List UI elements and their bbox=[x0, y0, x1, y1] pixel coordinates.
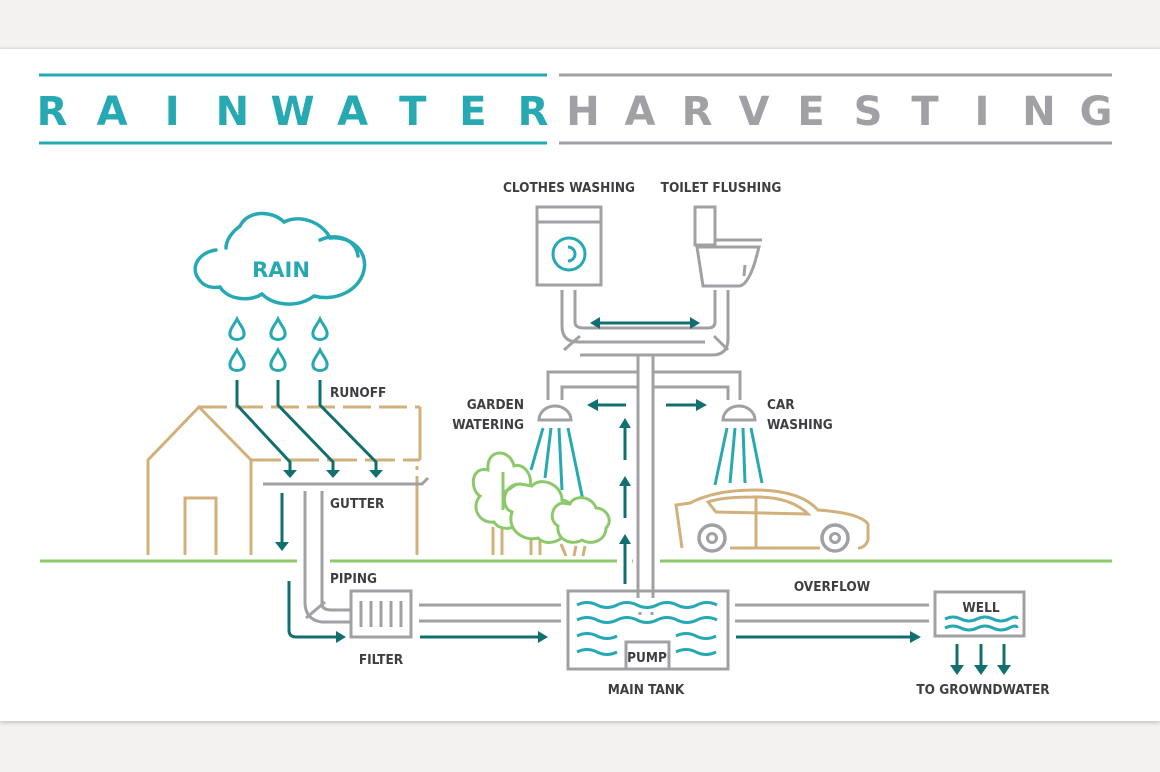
sprinkler-branch-pipes bbox=[546, 370, 742, 400]
raindrop-icon bbox=[269, 315, 287, 341]
raindrop-icon bbox=[311, 346, 329, 372]
washing-machine-icon bbox=[535, 205, 603, 287]
water-wave bbox=[576, 601, 718, 609]
downpipe bbox=[303, 491, 350, 624]
piping-flow-arrow bbox=[287, 581, 346, 643]
toilet-flushing-label: TOILET FLUSHING bbox=[661, 180, 782, 196]
water-wave bbox=[576, 616, 718, 624]
title-letter: H bbox=[566, 89, 599, 135]
tree-icon bbox=[471, 451, 611, 557]
flow-arrow-icon bbox=[283, 470, 383, 478]
filter-icon bbox=[349, 589, 413, 639]
title-letter: N bbox=[216, 89, 249, 135]
main-tank-label: MAIN TANK bbox=[608, 682, 685, 698]
car-spray bbox=[713, 427, 764, 486]
car-washing-label-line2: WASHING bbox=[767, 417, 833, 433]
house-icon bbox=[146, 404, 422, 555]
rain-label: RAIN bbox=[252, 258, 310, 282]
water-wave bbox=[576, 648, 618, 656]
title-letter: E bbox=[459, 89, 486, 135]
raindrops bbox=[228, 315, 329, 372]
title-letter: N bbox=[1022, 89, 1055, 135]
infographic-card bbox=[0, 49, 1160, 721]
overflow-pipe bbox=[735, 603, 929, 623]
title-letter: T bbox=[911, 89, 939, 135]
title-letter: T bbox=[399, 89, 427, 135]
water-wave bbox=[675, 648, 717, 656]
toilet-icon bbox=[693, 205, 762, 288]
title-letter: R bbox=[37, 89, 68, 135]
upper-manifold bbox=[560, 290, 730, 357]
title-letter: E bbox=[797, 89, 824, 135]
title-letter: R bbox=[682, 89, 713, 135]
car-washing-label-line1: CAR bbox=[767, 397, 795, 413]
raindrop-icon bbox=[311, 315, 329, 341]
title-letter: A bbox=[97, 89, 128, 135]
filter-to-tank-arrow bbox=[420, 631, 548, 643]
title-letter: R bbox=[518, 89, 549, 135]
garden-watering-label-line1: GARDEN bbox=[467, 397, 524, 413]
title-letter: A bbox=[625, 89, 656, 135]
to-groundwater-label: TO GROWNDWATER bbox=[916, 682, 1050, 698]
filter-label: FILTER bbox=[359, 652, 404, 668]
title-letter: I bbox=[975, 89, 990, 135]
sprinkler-icon bbox=[537, 404, 757, 422]
filter-to-tank-pipe bbox=[419, 603, 561, 623]
runoff-arrows bbox=[235, 380, 378, 474]
clothes-washing-label: CLOTHES WASHING bbox=[503, 180, 635, 196]
pump-icon bbox=[624, 640, 671, 671]
tank-icon bbox=[566, 589, 730, 671]
piping-label: PIPING bbox=[330, 571, 377, 587]
gutter-label: GUTTER bbox=[330, 496, 385, 512]
title-letter: I bbox=[165, 89, 180, 135]
runoff-label: RUNOFF bbox=[330, 385, 386, 401]
groundwater-arrows bbox=[950, 644, 1011, 675]
riser-pipe bbox=[636, 355, 655, 618]
cloud-icon bbox=[193, 211, 367, 306]
garden-watering-label-line2: WATERING bbox=[452, 417, 524, 433]
branch-flow-arrows bbox=[587, 399, 707, 411]
title-letter: W bbox=[270, 89, 314, 135]
gutter-downflow-arrow bbox=[275, 493, 289, 551]
gutter-icon bbox=[263, 476, 430, 486]
raindrop-icon bbox=[228, 346, 246, 372]
pump-label: PUMP bbox=[627, 650, 667, 666]
well-label: WELL bbox=[962, 600, 999, 616]
water-wave bbox=[675, 632, 717, 640]
car-icon bbox=[674, 488, 870, 553]
overflow-label: OVERFLOW bbox=[794, 579, 871, 595]
title-letter: A bbox=[337, 89, 368, 135]
overflow-flow-arrow bbox=[736, 631, 921, 643]
water-wave bbox=[576, 632, 618, 640]
title-letter: S bbox=[854, 89, 883, 135]
title-letter: V bbox=[739, 89, 770, 135]
riser-upflow-arrows bbox=[619, 418, 631, 584]
raindrop-icon bbox=[228, 315, 246, 341]
raindrop-icon bbox=[269, 346, 287, 372]
clothes-toilet-flow-arrow bbox=[590, 317, 700, 329]
well-icon bbox=[933, 590, 1026, 638]
title-letter: G bbox=[1080, 89, 1113, 135]
